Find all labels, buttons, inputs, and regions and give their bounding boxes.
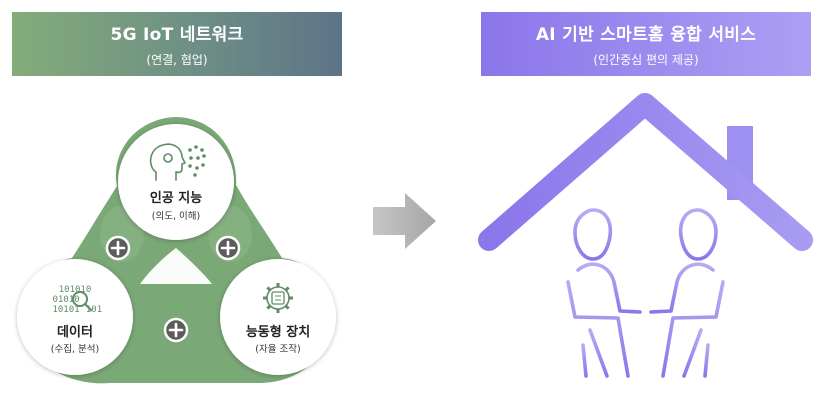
person-right-icon	[649, 208, 733, 378]
ai-node-circle	[118, 124, 234, 240]
svg-text:01010: 01010	[52, 295, 79, 305]
ai-node-subtitle: (의도, 이해)	[152, 210, 200, 222]
smarthome-banner: AI 기반 스마트홈 융합 서비스 (인간중심 편의 제공)	[481, 12, 811, 76]
house-icon	[478, 93, 813, 251]
right-arrow-icon	[373, 193, 436, 249]
magnifier-icon	[72, 291, 92, 311]
smarthome-subtitle: (인간중심 편의 제공)	[593, 53, 699, 67]
actuator-node-circle	[220, 259, 336, 375]
data-node-circle	[17, 259, 133, 375]
binary-data-icon: 101010 01010 10101 101	[52, 285, 102, 315]
house-roof	[478, 93, 813, 251]
triad-inner-shape	[140, 248, 212, 284]
svg-text:101010: 101010	[59, 285, 92, 295]
ai-head-icon	[149, 143, 186, 181]
network-banner: 5G IoT 네트워크 (연결, 협업)	[12, 12, 342, 76]
ai-node-title: 인공 지능	[150, 190, 202, 206]
smarthome-title: AI 기반 스마트홈 융합 서비스	[535, 25, 757, 45]
triad-diagram: 인공 지능 (의도, 이해) 101010 01010 10101 101 데이…	[17, 117, 336, 384]
data-node-subtitle: (수집, 분석)	[51, 343, 99, 355]
gear-chip-icon	[263, 283, 293, 313]
svg-text:101: 101	[86, 305, 102, 315]
person-left-icon	[558, 208, 642, 378]
people-icon	[558, 208, 733, 378]
actuator-node-title: 능동형 장치	[246, 324, 310, 340]
ai-network-dots-icon	[188, 145, 206, 177]
plus-icon	[105, 235, 131, 261]
actuator-node-subtitle: (자율 조작)	[255, 344, 300, 355]
network-title: 5G IoT 네트워크	[110, 25, 244, 45]
svg-text:10101: 10101	[52, 305, 79, 315]
data-node-title: 데이터	[57, 324, 93, 340]
network-subtitle: (연결, 협업)	[146, 53, 208, 67]
plus-icon	[163, 317, 189, 343]
plus-icon	[215, 235, 241, 261]
